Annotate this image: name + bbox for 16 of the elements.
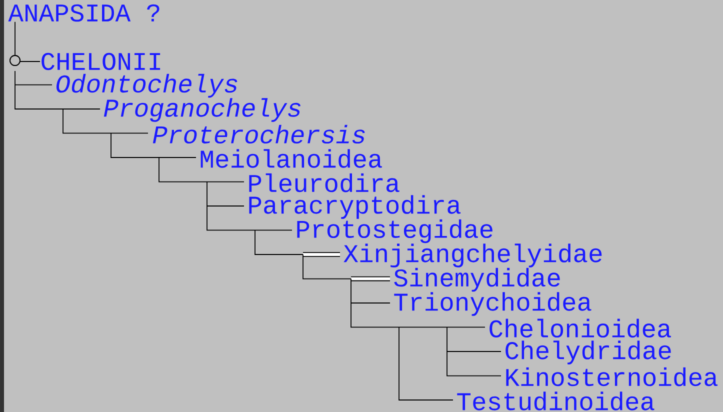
taxon-label: Kinosternoidea — [506, 367, 718, 386]
taxon-label: Proganochelys — [104, 98, 300, 122]
taxon-label: Testudinoidea — [457, 392, 654, 410]
taxon-label: Odontochelys — [56, 74, 238, 98]
taxon-label: Proterochersis — [152, 124, 365, 144]
taxon-label: Protostegidae — [297, 219, 492, 244]
taxon-label: Paracryptodira — [249, 195, 461, 219]
taxon-label: Xinjiangchelyidae — [344, 244, 602, 268]
taxon-label: Sinemydidae — [394, 268, 560, 292]
taxon-label: Chelonioidea — [490, 318, 671, 338]
taxon-label: Pleurodira — [249, 173, 400, 192]
taxon-label: ANAPSIDA ? — [8, 4, 160, 22]
taxon-label: Meiolanoidea — [200, 149, 382, 168]
taxon-label: Chelydridae — [506, 340, 671, 364]
taxon-label: Trionychoidea — [394, 292, 592, 316]
taxon-label: CHELONII — [42, 52, 160, 70]
